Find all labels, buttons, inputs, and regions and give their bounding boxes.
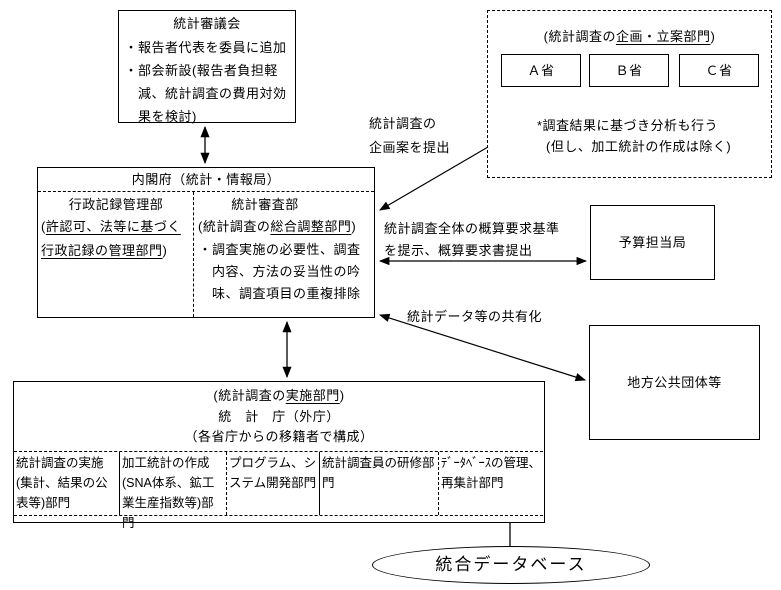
statistics-council-box: 統計審議会 ・報告者代表を委員に追加 ・部会新設(報告者負担軽減、統計調査の費用… <box>118 10 296 124</box>
budget-bureau-box: 予算担当局 <box>590 205 715 280</box>
agency-composition: （各省庁からの移籍者で構成） <box>184 429 374 444</box>
admin-records-dept: 行政記録管理部 (許認可、法等に基づく行政記録の管理部門) <box>38 192 194 317</box>
statistics-review-dept: 統計審査部 (統計調査の総合調整部門) ・調査実施の必要性、調査内容、方法の妥当… <box>194 192 374 317</box>
integrated-database-label: 統合データベース <box>435 555 587 575</box>
division-enumerator-training: 統計調査員の研修部門 <box>319 452 438 515</box>
proposal-label-line2: 企画案を提出 <box>369 140 451 155</box>
cabinet-columns: 行政記録管理部 (許認可、法等に基づく行政記録の管理部門) 統計審査部 (統計調… <box>38 192 374 317</box>
local-government-box: 地方公共団体等 <box>589 325 760 440</box>
statistics-review-note: (統計調査の総合調整部門) <box>198 215 372 239</box>
division-processed-statistics: 加工統計の作成(SNA体系、鉱工業生産指数等)部門 <box>119 452 226 530</box>
statistics-council-title: 統計審議会 <box>173 16 241 31</box>
division-program-system-development: プログラム、システム開発部門 <box>226 452 319 515</box>
planning-note-line2: (但し、加工統計の作成は除く) <box>546 139 732 154</box>
division-survey-implementation: 統計調査の実施(集計、結果の公表等)部門 <box>16 456 108 510</box>
data-sharing-label: 統計データ等の共有化 <box>407 309 543 324</box>
budget-request-label-line2: を提示、概算要求書提出 <box>384 242 533 258</box>
budget-request-label: 統計調査全体の概算要求基準 を提示、概算要求書提出 <box>384 218 560 261</box>
planning-label-post: ) <box>710 29 716 44</box>
admin-records-note-post: ) <box>162 242 168 258</box>
statistics-review-bullet: ・調査実施の必要性、調査内容、方法の妥当性の吟味、調査項目の重複排除 <box>198 241 361 301</box>
division-database-management: ﾃﾞｰﾀﾍﾞｰｽの管理、再集計部門 <box>438 452 543 515</box>
statistics-council-bullets: ・報告者代表を委員に追加 ・部会新設(報告者負担軽減、統計調査の費用対効果を検討… <box>119 34 295 128</box>
planning-note-line1: *調査結果に基づき分析も行う <box>537 118 719 133</box>
agency-label-pre: (統計調査の <box>213 388 286 403</box>
review-note-underlined: 総合調整部門 <box>270 218 352 234</box>
proposal-label-line1: 統計調査の <box>369 116 437 131</box>
admin-records-note: (許認可、法等に基づく行政記録の管理部門) <box>41 215 191 263</box>
council-bullet-2: ・部会新設(報告者負担軽減、統計調査の費用対効果を検討) <box>124 62 287 124</box>
statistics-review-title: 統計審査部 <box>231 197 299 212</box>
agency-divisions-row: 統計調査の実施(集計、結果の公表等)部門 加工統計の作成(SNA体系、鉱工業生産… <box>14 451 543 530</box>
agency-name: 統 計 庁（外庁） <box>218 408 340 424</box>
integrated-database-ellipse: 統合データベース <box>372 546 650 584</box>
ministry-c-box: Ｃ省 <box>679 54 759 87</box>
ministry-c-label: Ｃ省 <box>705 63 733 78</box>
review-note-post: ) <box>351 218 357 234</box>
planning-departments-dashed-box: (統計調査の企画・立案部門) Ａ省 Ｂ省 Ｃ省 *調査結果に基づき分析も行う (… <box>487 10 772 178</box>
proposal-label: 統計調査の 企画案を提出 <box>369 112 450 160</box>
planning-label-underlined: 企画・立案部門 <box>615 29 711 44</box>
council-bullet-1: ・報告者代表を委員に追加 <box>124 39 287 55</box>
agency-label-underlined: 実施部門 <box>285 388 340 403</box>
review-note-pre: (統計調査の <box>198 218 271 234</box>
cabinet-office-box: 内閣府（統計・情報局） 行政記録管理部 (許認可、法等に基づく行政記録の管理部門… <box>37 167 375 318</box>
ministry-a-box: Ａ省 <box>501 54 581 87</box>
planning-departments-label: (統計調査の企画・立案部門) <box>488 27 771 47</box>
ministry-b-label: Ｂ省 <box>615 63 643 78</box>
ministry-b-box: Ｂ省 <box>589 54 669 87</box>
admin-records-note-underlined: 許認可、法等に基づく行政記録の管理部門 <box>41 218 181 258</box>
admin-records-title: 行政記録管理部 <box>68 197 164 212</box>
agency-role-label: (統計調査の実施部門) <box>14 386 544 407</box>
statistics-agency-box: (統計調査の実施部門) 統 計 庁（外庁） （各省庁からの移籍者で構成） 統計調… <box>13 381 545 530</box>
budget-bureau-label: 予算担当局 <box>618 234 687 250</box>
cabinet-office-title: 内閣府（統計・情報局） <box>38 168 374 192</box>
budget-request-label-line1: 統計調査全体の概算要求基準 <box>384 221 560 236</box>
ministry-a-label: Ａ省 <box>527 63 555 78</box>
local-government-label: 地方公共団体等 <box>627 374 722 390</box>
admin-records-note-pre: ( <box>41 218 46 234</box>
statistics-agency-header: (統計調査の実施部門) 統 計 庁（外庁） （各省庁からの移籍者で構成） <box>14 382 544 448</box>
agency-label-post: ) <box>339 388 345 403</box>
planning-label-pre: (統計調査の <box>543 29 616 44</box>
